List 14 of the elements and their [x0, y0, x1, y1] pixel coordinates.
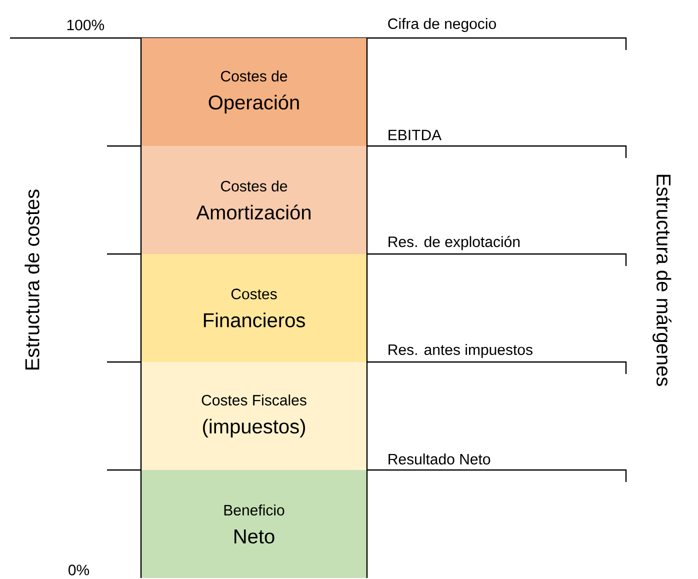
cost-box: Beneficio Neto	[141, 470, 367, 578]
percent-label: 100%	[67, 20, 104, 30]
margin-label: EBITDA	[388, 130, 442, 140]
margin-label: Res. antes impuestos	[388, 344, 532, 358]
margin-label: Res. de explotación	[388, 236, 520, 250]
axis-title: Estructura de costes	[24, 190, 40, 370]
cost-box: Costes Fiscales (impuestos)	[141, 362, 367, 470]
margin-label: Cifra de negocio	[388, 18, 496, 32]
margin-label: Resultado Neto	[388, 454, 490, 465]
cost-box: Costes de Operación	[141, 38, 367, 146]
cost-box: Costes de Amortización	[141, 146, 367, 254]
cost-box: Costes Financieros	[141, 254, 367, 362]
percent-label: 0%	[68, 564, 90, 576]
axis-title: Estructura de márgenes	[652, 174, 672, 386]
